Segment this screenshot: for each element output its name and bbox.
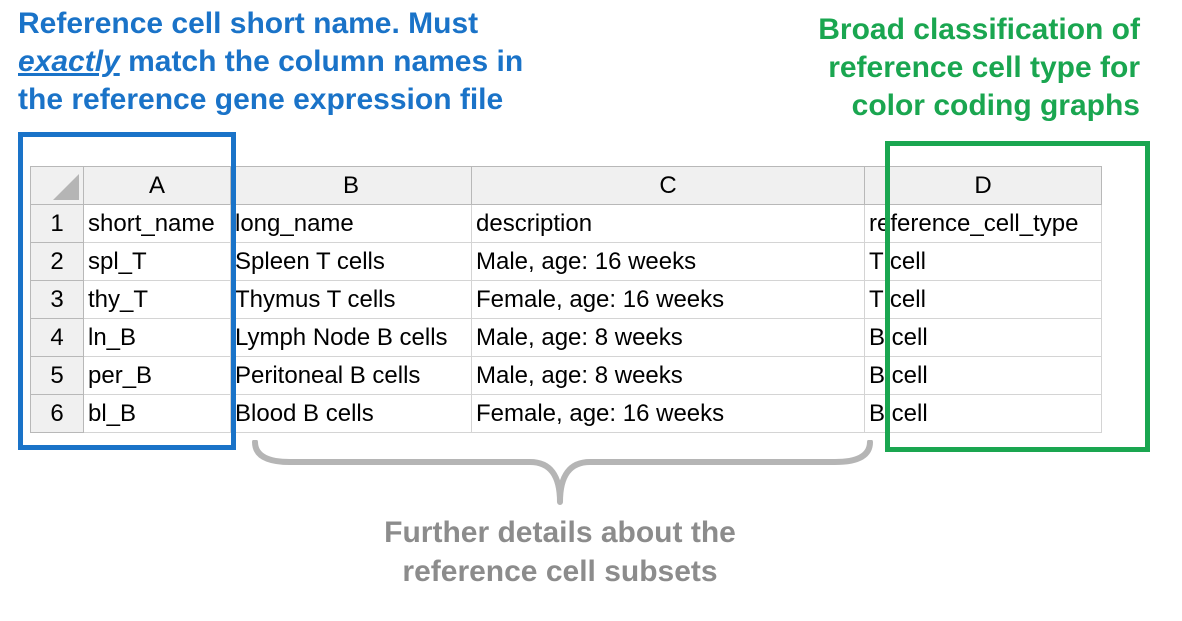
row-number[interactable]: 6 bbox=[30, 394, 84, 433]
cell[interactable]: Male, age: 8 weeks bbox=[471, 356, 865, 395]
cell[interactable]: Male, age: 8 weeks bbox=[471, 318, 865, 357]
cell[interactable]: Male, age: 16 weeks bbox=[471, 242, 865, 281]
cell[interactable]: per_B bbox=[83, 356, 231, 395]
row-number[interactable]: 2 bbox=[30, 242, 84, 281]
cell[interactable]: B cell bbox=[864, 356, 1102, 395]
cell[interactable]: short_name bbox=[83, 204, 231, 243]
table-row: 2 spl_T Spleen T cells Male, age: 16 wee… bbox=[30, 242, 1102, 281]
annotation-line: Broad classification of bbox=[818, 13, 1140, 46]
column-header-b[interactable]: B bbox=[230, 166, 472, 205]
cell-type-annotation: Broad classification of reference cell t… bbox=[620, 11, 1140, 125]
row-number[interactable]: 4 bbox=[30, 318, 84, 357]
table-row: 3 thy_T Thymus T cells Female, age: 16 w… bbox=[30, 280, 1102, 319]
annotation-line: reference cell subsets bbox=[402, 555, 718, 588]
select-all-corner[interactable] bbox=[30, 166, 84, 205]
cell[interactable]: long_name bbox=[230, 204, 472, 243]
cell[interactable]: B cell bbox=[864, 394, 1102, 433]
annotation-line: the reference gene expression file bbox=[18, 83, 504, 116]
column-header-d[interactable]: D bbox=[864, 166, 1102, 205]
table-row: 1 short_name long_name description refer… bbox=[30, 204, 1102, 243]
cell[interactable]: spl_T bbox=[83, 242, 231, 281]
cell[interactable]: bl_B bbox=[83, 394, 231, 433]
cell[interactable]: T cell bbox=[864, 242, 1102, 281]
annotation-emphasis: exactly bbox=[18, 45, 120, 78]
annotation-text: match the column names in bbox=[119, 45, 524, 78]
details-annotation: Further details about the reference cell… bbox=[300, 513, 820, 591]
annotation-line: Reference cell short name. Must bbox=[18, 7, 479, 40]
cell[interactable]: Spleen T cells bbox=[230, 242, 472, 281]
short-name-annotation: Reference cell short name. Must exactly … bbox=[18, 5, 638, 119]
row-number[interactable]: 5 bbox=[30, 356, 84, 395]
table-row: 6 bl_B Blood B cells Female, age: 16 wee… bbox=[30, 394, 1102, 433]
cell[interactable]: Female, age: 16 weeks bbox=[471, 280, 865, 319]
cell[interactable]: reference_cell_type bbox=[864, 204, 1102, 243]
cell[interactable]: Thymus T cells bbox=[230, 280, 472, 319]
curly-brace-icon bbox=[252, 440, 873, 505]
annotation-line: color coding graphs bbox=[851, 89, 1140, 122]
annotation-line: reference cell type for bbox=[828, 51, 1140, 84]
cell[interactable]: description bbox=[471, 204, 865, 243]
short-name-highlight-box bbox=[18, 132, 236, 450]
cell[interactable]: Lymph Node B cells bbox=[230, 318, 472, 357]
table-row: 4 ln_B Lymph Node B cells Male, age: 8 w… bbox=[30, 318, 1102, 357]
row-number[interactable]: 3 bbox=[30, 280, 84, 319]
table-row: 5 per_B Peritoneal B cells Male, age: 8 … bbox=[30, 356, 1102, 395]
select-all-icon bbox=[53, 174, 79, 200]
row-number[interactable]: 1 bbox=[30, 204, 84, 243]
cell[interactable]: Female, age: 16 weeks bbox=[471, 394, 865, 433]
cell[interactable]: Peritoneal B cells bbox=[230, 356, 472, 395]
spreadsheet: A B C D 1 short_name long_name descripti… bbox=[30, 166, 1102, 433]
cell[interactable]: T cell bbox=[864, 280, 1102, 319]
annotation-line: Further details about the bbox=[384, 516, 736, 549]
cell[interactable]: Blood B cells bbox=[230, 394, 472, 433]
column-header-c[interactable]: C bbox=[471, 166, 865, 205]
annotation-line: exactly match the column names in bbox=[18, 43, 638, 81]
cell-type-highlight-box bbox=[885, 141, 1150, 452]
cell[interactable]: B cell bbox=[864, 318, 1102, 357]
column-header-row: A B C D bbox=[30, 166, 1102, 205]
